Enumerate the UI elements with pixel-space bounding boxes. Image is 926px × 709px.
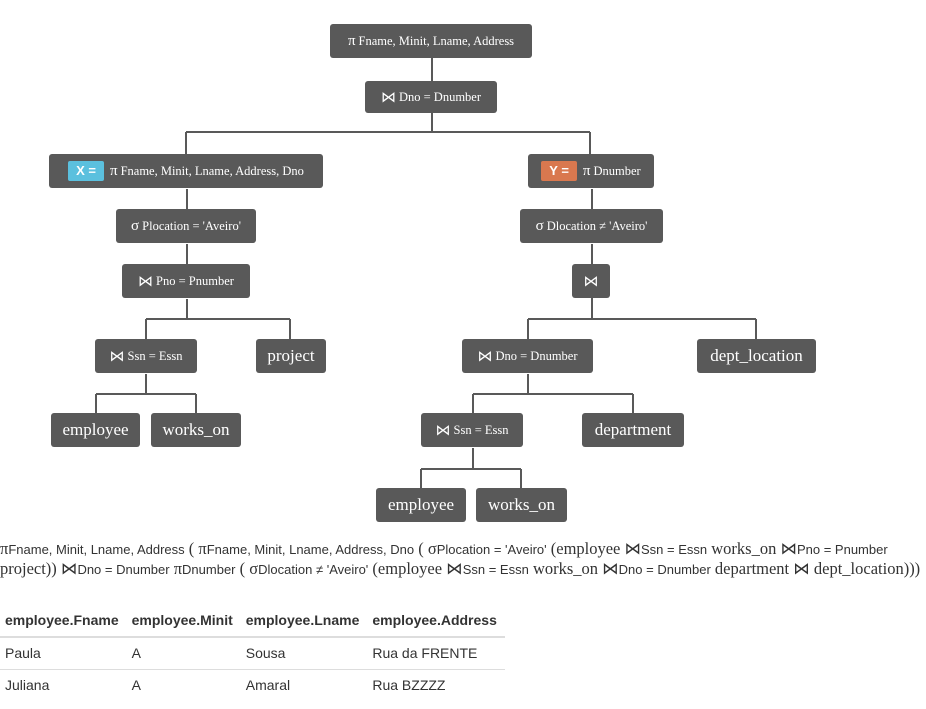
expr-sub: Dlocation ≠ 'Aveiro' [258, 562, 369, 577]
join-symbol: ⋈ [138, 273, 154, 290]
table-row: Paula A Sousa Rua da FRENTE [0, 637, 505, 670]
sigma-symbol: σ [535, 217, 544, 234]
projection-attrs: Fname, Minit, Lname, Address, Dno [120, 163, 304, 178]
pi-symbol: π [109, 162, 118, 179]
left-projection-node: X = π Fname, Minit, Lname, Address, Dno [49, 154, 323, 188]
column-header: employee.Address [367, 606, 505, 638]
right-selection-node: σ Dlocation ≠ 'Aveiro' [520, 209, 663, 243]
join-condition: Ssn = Essn [127, 348, 183, 363]
relation-works-on-right: works_on [476, 488, 567, 522]
relation-employee-left: employee [51, 413, 140, 447]
right-join-ssn-node: ⋈ Ssn = Essn [421, 413, 523, 447]
table-cell: A [131, 677, 141, 693]
right-join-dno-node: ⋈ Dno = Dnumber [462, 339, 593, 373]
table-cell: A [126, 637, 241, 670]
table-header-row: employee.Fname employee.Minit employee.L… [0, 606, 505, 638]
left-selection-node: σ Plocation = 'Aveiro' [116, 209, 256, 243]
sigma-symbol: σ [131, 217, 140, 234]
join-condition: Dno = Dnumber [398, 89, 482, 104]
relation-works-on-left: works_on [151, 413, 241, 447]
expr-sub: Fname, Minit, Lname, Address [8, 542, 185, 557]
table-cell: Rua da FRENTE [367, 637, 505, 670]
expr-part: project)) ⋈ [0, 559, 78, 578]
projection-attrs: Fname, Minit, Lname, Address [358, 33, 515, 48]
subtree-tag-x: X = [68, 161, 104, 181]
expr-part: ( σ [235, 559, 259, 578]
expr-sub: Ssn = Essn [641, 542, 708, 557]
join-condition: Pno = Pnumber [156, 273, 234, 288]
relation-dept-location: dept_location [697, 339, 816, 373]
table-cell: Sousa [240, 637, 368, 670]
top-join-node: ⋈ Dno = Dnumber [365, 81, 497, 113]
relation-employee-right: employee [376, 488, 466, 522]
expr-part: (employee ⋈ [546, 539, 642, 558]
selection-condition: Dlocation ≠ 'Aveiro' [546, 218, 648, 233]
relation-project: project [256, 339, 326, 373]
table-row: Juliana A Amaral Rua BZZZZ [0, 670, 505, 702]
join-symbol: ⋈ [380, 89, 396, 106]
expr-sub: Dno = Dnumber [77, 562, 170, 577]
join-symbol: ⋈ [583, 273, 599, 290]
expr-sub: Dno = Dnumber [618, 562, 711, 577]
expr-part: department ⋈ dept_location))) [710, 559, 921, 578]
table-cell: Rua BZZZZ [372, 677, 446, 693]
relation-department: department [582, 413, 684, 447]
right-natural-join-node: ⋈ [572, 264, 610, 298]
expr-sub: Plocation = 'Aveiro' [436, 542, 547, 557]
column-header: employee.Lname [240, 606, 368, 638]
column-header: employee.Minit [126, 606, 241, 638]
expr-part: ( π [184, 539, 207, 558]
expr-part: works_on ⋈ [707, 539, 797, 558]
expr-sub: Pno = Pnumber [796, 542, 888, 557]
right-projection-node: Y = π Dnumber [528, 154, 654, 188]
join-symbol: ⋈ [109, 348, 125, 365]
expr-sub: Fname, Minit, Lname, Address, Dno [206, 542, 415, 557]
left-join-pno-node: ⋈ Pno = Pnumber [122, 264, 250, 298]
pi-symbol: π [347, 32, 356, 49]
table-cell: Juliana [5, 677, 50, 693]
expr-part: works_on ⋈ [528, 559, 619, 578]
result-table: employee.Fname employee.Minit employee.L… [0, 606, 505, 701]
join-symbol: ⋈ [477, 348, 493, 365]
subtree-tag-y: Y = [541, 161, 577, 181]
table-cell: Paula [0, 637, 127, 670]
expr-sub: Dnumber [182, 562, 236, 577]
join-symbol: ⋈ [435, 422, 451, 439]
projection-attrs: Dnumber [593, 163, 641, 178]
join-condition: Dno = Dnumber [495, 348, 578, 363]
selection-condition: Plocation = 'Aveiro' [142, 218, 241, 233]
column-header: employee.Fname [0, 606, 127, 638]
expr-sub: Ssn = Essn [462, 562, 529, 577]
expr-part: π [0, 539, 9, 558]
expr-part: π [169, 559, 183, 578]
join-condition: Ssn = Essn [453, 422, 509, 437]
tree-edges [95, 57, 757, 489]
algebra-expression: πFname, Minit, Lname, Address ( πFname, … [0, 539, 926, 579]
expr-part: ( σ [414, 539, 437, 558]
root-projection-node: π Fname, Minit, Lname, Address [330, 24, 532, 58]
expr-part: (employee ⋈ [368, 559, 463, 578]
pi-symbol: π [582, 162, 591, 179]
table-cell: Amaral [245, 677, 291, 693]
left-join-ssn-node: ⋈ Ssn = Essn [95, 339, 197, 373]
